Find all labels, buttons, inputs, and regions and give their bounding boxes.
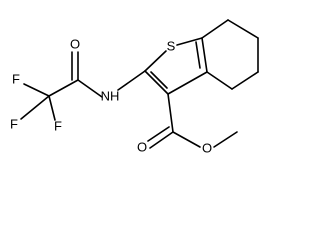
atom-amide-oxygen: O [70, 36, 80, 51]
bond-c2-n [117, 70, 146, 91]
atom-fluorine-bottom-left: F [10, 116, 18, 131]
bond-c7a-s [176, 37, 203, 46]
bond-ccarbonyl-o-double [147, 126, 170, 142]
bond-ccarbonyl-oester [172, 131, 201, 148]
molecule-structure-diagram: S NH O F F F O O [10, 19, 259, 155]
atom-fluorine-left: F [12, 71, 20, 86]
bond-n-camide [77, 79, 103, 98]
bond-ccf3-f-left [23, 83, 50, 97]
atom-fluorine-bottom: F [54, 118, 62, 133]
bond-ring-top [227, 19, 259, 39]
bond-s-c2 [144, 50, 167, 72]
atom-ester-oxygen: O [202, 140, 212, 155]
bond-ccf3-f-bottom [48, 95, 56, 121]
atom-amide-nitrogen: NH [101, 88, 120, 103]
atom-sulfur: S [167, 38, 176, 53]
bond-c3-ccarbonyl [167, 93, 174, 133]
bonds [20, 19, 259, 149]
atom-labels: S NH O F F F O O [10, 36, 212, 155]
bond-c3a-c7a-double [195, 41, 201, 69]
bond-ccf3-f-bottom-left [20, 95, 50, 120]
atom-carbonyl-oxygen: O [137, 139, 147, 154]
bond-ring-lower-right [231, 71, 259, 90]
bond-c3-c3a [167, 71, 208, 95]
bond-oester-methyl [213, 131, 238, 148]
bond-ring-lower [206, 71, 233, 90]
bond-c7a-c4ring [201, 19, 229, 39]
bond-c3a-c7a [201, 37, 208, 73]
bond-ccarbonyl-o [149, 131, 174, 149]
bond-camide-ccf3 [48, 79, 79, 97]
bond-c2-c3 [144, 70, 169, 95]
bond-c2-c3-double [150, 71, 168, 89]
